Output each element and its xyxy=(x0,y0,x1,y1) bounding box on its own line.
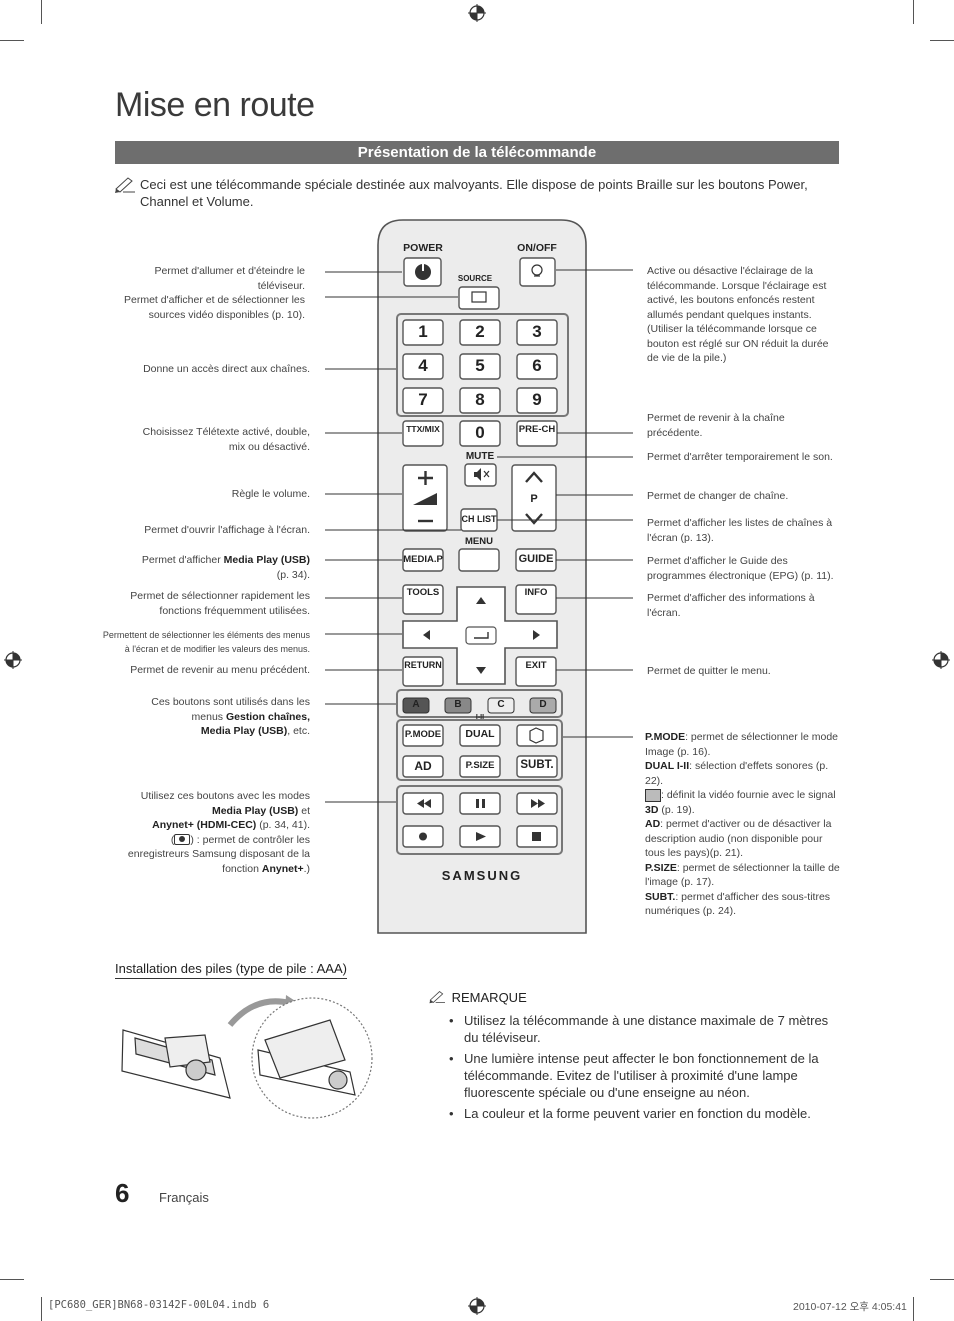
color-b-button[interactable]: B xyxy=(454,699,462,710)
ad-button[interactable]: AD xyxy=(414,759,432,773)
print-file-info: [PC680_GER]BN68-03142F-00L04.indb 6 xyxy=(48,1299,270,1311)
nav-desc: Permettent de sélectionner les éléments … xyxy=(102,630,310,654)
source-label: SOURCE xyxy=(457,274,493,283)
mediap-desc: Permet d'afficher Media Play (USB) (p. 3… xyxy=(141,554,310,581)
numbers-desc: Donne un accès direct aux chaînes. xyxy=(143,363,310,375)
intro-paragraph: Ceci est une télécommande spéciale desti… xyxy=(115,176,835,210)
guide-button[interactable]: GUIDE xyxy=(518,553,554,565)
color-d-button[interactable]: D xyxy=(539,699,547,710)
info-button[interactable]: INFO xyxy=(524,587,548,598)
digit-8-button[interactable]: 8 xyxy=(475,390,485,409)
color-c-button[interactable]: C xyxy=(497,699,505,710)
menu-label: MENU xyxy=(465,536,493,547)
crop-mark xyxy=(913,0,914,24)
page-number: 6 xyxy=(115,1178,130,1208)
digit-6-button[interactable]: 6 xyxy=(532,356,542,375)
volume-desc: Règle le volume. xyxy=(231,488,310,500)
return-button[interactable]: RETURN xyxy=(404,660,442,670)
crop-mark xyxy=(930,40,954,41)
power-label: POWER xyxy=(403,242,443,254)
menu-desc: Permet d'ouvrir l'affichage à l'écran. xyxy=(144,524,310,536)
exit-button[interactable]: EXIT xyxy=(525,660,547,671)
subt-button[interactable]: SUBT. xyxy=(520,759,554,771)
registration-mark-icon xyxy=(468,1297,486,1315)
power-desc: Permet d'allumer et d'éteindre le télévi… xyxy=(124,265,305,321)
intro-text: Ceci est une télécommande spéciale desti… xyxy=(140,177,808,209)
volume-rocker xyxy=(402,464,448,532)
enter-button xyxy=(465,626,497,645)
digit-5-button[interactable]: 5 xyxy=(475,356,485,375)
onoff-desc: Active ou désactive l'éclairage de la té… xyxy=(647,265,829,364)
pencil-note-icon xyxy=(429,991,445,1004)
prech-button[interactable]: PRE-CH xyxy=(518,424,556,435)
registration-mark-icon xyxy=(468,4,486,22)
channel-desc: Permet de changer de chaîne. xyxy=(647,490,789,502)
prech-desc: Permet de revenir à la chaîne précédente… xyxy=(647,412,785,439)
crop-mark xyxy=(913,1297,914,1321)
channel-rocker xyxy=(511,464,557,532)
pmode-button[interactable]: P.MODE xyxy=(404,729,442,740)
dual-mark-label: I-II xyxy=(475,714,485,721)
pencil-note-icon xyxy=(115,177,135,193)
crop-mark xyxy=(0,1279,24,1280)
channel-p-label: P xyxy=(530,493,538,505)
note-item: Utilisez la télécommande à une distance … xyxy=(447,1012,842,1046)
onoff-label: ON/OFF xyxy=(517,242,557,254)
info-desc: Permet d'afficher des informations à l'é… xyxy=(647,592,815,619)
exit-desc: Permet de quitter le menu. xyxy=(647,665,771,677)
note-item: Une lumière intense peut affecter le bon… xyxy=(447,1050,842,1101)
return-desc: Permet de revenir au menu précédent. xyxy=(130,664,310,676)
color-a-button[interactable]: A xyxy=(412,699,420,710)
number-group-frame xyxy=(396,313,569,417)
mute-label: MUTE xyxy=(465,451,495,462)
digit-9-button[interactable]: 9 xyxy=(532,390,542,409)
crop-mark xyxy=(41,0,42,24)
section-heading: Présentation de la télécommande xyxy=(115,141,839,164)
note-list: Utilisez la télécommande à une distance … xyxy=(447,1012,842,1126)
onoff-button xyxy=(519,257,556,287)
chlist-desc: Permet d'afficher les listes de chaînes … xyxy=(647,517,833,544)
mediap-button[interactable]: MEDIA.P xyxy=(403,554,443,565)
ttx-desc: Choisissez Télétexte activé, double, mix… xyxy=(142,426,310,453)
crop-mark xyxy=(0,40,24,41)
nav-group-frame xyxy=(396,689,563,718)
page-title: Mise en route xyxy=(115,86,315,124)
tools-desc: Permet de sélectionner rapidement les fo… xyxy=(130,590,310,617)
media-buttons-desc: Utilisez ces boutons avec les modes Medi… xyxy=(127,790,310,875)
digit-7-button[interactable]: 7 xyxy=(418,390,428,409)
print-date-info: 2010-07-12 오후 4:05:41 xyxy=(793,1301,907,1313)
guide-desc: Permet d'afficher le Guide des programme… xyxy=(647,555,834,582)
note-item: La couleur et la forme peuvent varier en… xyxy=(447,1105,842,1122)
tools-button[interactable]: TOOLS xyxy=(406,587,440,598)
registration-mark-icon xyxy=(932,651,950,669)
battery-section-title: Installation des piles (type de pile : A… xyxy=(115,961,347,979)
source-button xyxy=(458,286,500,310)
menu-button xyxy=(458,548,500,572)
media-group-frame xyxy=(396,785,563,855)
digit-0-button[interactable]: 0 xyxy=(475,423,485,442)
digit-4-button[interactable]: 4 xyxy=(418,356,428,375)
registration-mark-icon xyxy=(4,651,22,669)
note-heading: REMARQUE xyxy=(428,990,527,1005)
chlist-label[interactable]: CH LIST xyxy=(461,514,497,524)
page-language: Français xyxy=(159,1190,209,1205)
function-buttons-desc: P.MODE: permet de sélectionner le mode I… xyxy=(645,731,840,917)
digit-1-button[interactable]: 1 xyxy=(418,322,428,341)
psize-button[interactable]: P.SIZE xyxy=(465,760,495,771)
ttx-mix-button[interactable]: TTX/MIX xyxy=(406,424,440,434)
digit-3-button[interactable]: 3 xyxy=(532,322,542,341)
dual-button[interactable]: DUAL xyxy=(465,728,495,740)
battery-illustration xyxy=(121,995,373,1119)
record-icon xyxy=(174,834,191,846)
samsung-logo: SAMSUNG xyxy=(441,868,523,883)
color-buttons-desc: Ces boutons sont utilisés dans les menus… xyxy=(151,696,310,737)
3d-icon xyxy=(645,788,661,802)
digit-2-button[interactable]: 2 xyxy=(475,322,485,341)
mute-desc: Permet d'arrêter temporairement le son. xyxy=(647,451,833,463)
function-group-frame xyxy=(396,719,563,781)
crop-mark xyxy=(41,1297,42,1321)
crop-mark xyxy=(930,1279,954,1280)
